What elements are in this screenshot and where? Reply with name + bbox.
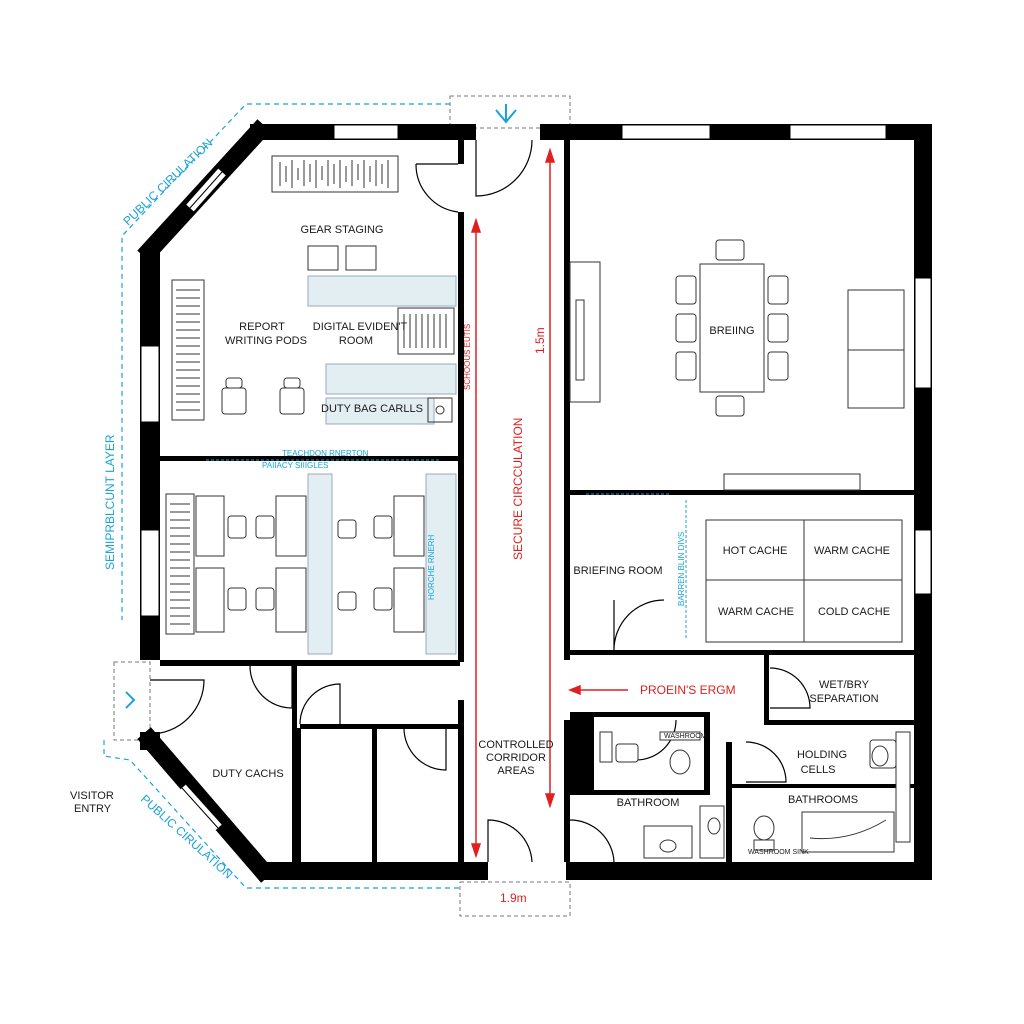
label-wash-tag: WASHROOM bbox=[664, 733, 707, 740]
interior-walls bbox=[160, 140, 914, 862]
label-report-line1: REPORT bbox=[239, 321, 285, 333]
windows bbox=[140, 124, 932, 617]
public-circulation-outline bbox=[103, 103, 460, 889]
room-labels: GEAR STAGING REPORT WRITING PODS DIGITAL… bbox=[212, 224, 890, 809]
bathroom-fixtures bbox=[599, 731, 911, 859]
label-dimension-15m: 1.5m bbox=[533, 327, 547, 354]
doors bbox=[149, 139, 811, 863]
cache-grid bbox=[705, 519, 903, 643]
label-corridor-line3: AREAS bbox=[497, 765, 534, 777]
gear-rack-top bbox=[271, 155, 399, 193]
label-dimension-19m: 1.9m bbox=[500, 891, 527, 905]
label-corridor-line2: CORRIDOR bbox=[486, 752, 546, 764]
label-visitor-line2: ENTRY bbox=[74, 803, 112, 815]
label-holding-line2: CELLS bbox=[801, 764, 836, 776]
briefing-screens bbox=[569, 261, 905, 491]
label-evidence-line1: DIGITAL EVIDEN'T bbox=[313, 321, 408, 333]
label-duty-bag: DUTY BAG CARLLS bbox=[321, 403, 423, 415]
label-holding-line1: HOLDING bbox=[797, 749, 847, 761]
staging-benches bbox=[307, 245, 377, 271]
label-bathrooms: BATHROOMS bbox=[788, 794, 858, 806]
label-vertical-red-tag: SCHOOUS EUTIS bbox=[463, 324, 472, 390]
diagonal-window-frames bbox=[181, 171, 223, 829]
label-vertical-blue-tag: HORCHE RNERH bbox=[427, 534, 436, 600]
label-evidence-line2: ROOM bbox=[339, 335, 373, 347]
secure-dimension-lines bbox=[470, 147, 628, 859]
label-wash-tag-2: WASHROOM SINK bbox=[748, 849, 809, 856]
label-corridor-line1: CONTROLLED bbox=[478, 739, 553, 751]
work-desks bbox=[195, 495, 425, 633]
label-gear-staging: GEAR STAGING bbox=[301, 224, 384, 236]
briefing-chairs bbox=[675, 239, 789, 417]
label-secure-circulation: SECURE CIRCCULATION bbox=[511, 418, 525, 560]
work-lockers bbox=[165, 493, 195, 635]
label-proeins-ergm: PROEIN'S ERGM bbox=[640, 683, 736, 697]
gear-lockers-left bbox=[171, 279, 205, 421]
work-chairs bbox=[227, 515, 393, 611]
glass-partitions bbox=[206, 459, 687, 640]
entry-arrows bbox=[125, 104, 517, 709]
label-public-circulation-bottom: PUBLIC CIRULATION bbox=[138, 792, 235, 882]
briefing-table bbox=[699, 263, 765, 393]
report-chairs bbox=[221, 377, 305, 415]
entry-dashed-boxes bbox=[113, 95, 571, 917]
label-vertical-blue-tag-2: BARREN BLIN DIVS bbox=[677, 532, 686, 606]
label-semipublic-layer: SEMIPRBLCUNT LAYER bbox=[103, 434, 117, 570]
label-wet-line2: SEPARATION bbox=[809, 693, 878, 705]
label-report-line2: WRITING PODS bbox=[225, 335, 307, 347]
label-teach-line1: TEACHDON RNERTON bbox=[282, 449, 369, 458]
label-teach-line2: PAIIACY SIIIGLES bbox=[262, 461, 328, 470]
label-breiing: BREIING bbox=[709, 325, 754, 337]
label-hot-cache: HOT CACHE bbox=[723, 545, 788, 557]
label-briefing-room: BRIEFING ROOM bbox=[573, 565, 662, 577]
label-bathroom: BATHROOM bbox=[617, 797, 680, 809]
evidence-cabinet bbox=[397, 307, 455, 423]
label-visitor-line1: VISITOR bbox=[70, 790, 114, 802]
label-warm-cache-bottom: WARM CACHE bbox=[718, 606, 794, 618]
label-duty-cachs: DUTY CACHS bbox=[212, 768, 283, 780]
black-column bbox=[570, 712, 594, 790]
label-cold-cache: COLD CACHE bbox=[818, 606, 890, 618]
label-wet-line1: WET/BRY bbox=[819, 679, 870, 691]
glass-counters bbox=[307, 275, 457, 655]
label-warm-cache-top: WARM CACHE bbox=[814, 545, 890, 557]
